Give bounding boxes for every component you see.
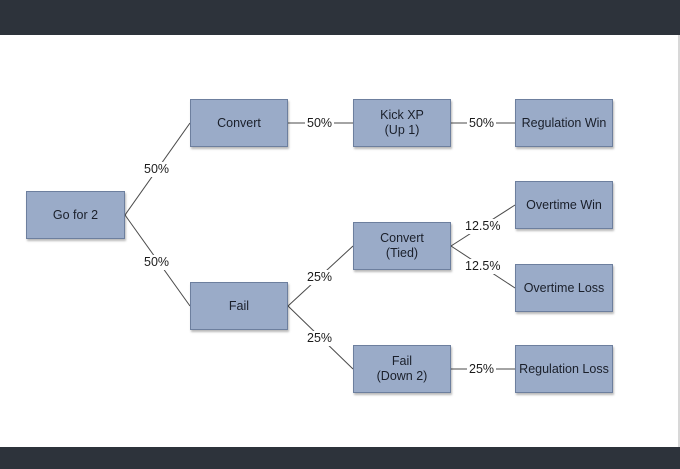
prob-fail-to-tied: 25% bbox=[305, 270, 335, 285]
bottom-frame-bar bbox=[0, 447, 680, 469]
prob-go-to-convert: 50% bbox=[142, 162, 172, 177]
node-kick-xp: Kick XP (Up 1) bbox=[353, 99, 451, 147]
prob-convert-to-kick: 50% bbox=[305, 116, 335, 131]
prob-down-to-loss: 25% bbox=[467, 362, 497, 377]
prob-tied-to-ot-loss: 12.5% bbox=[463, 259, 503, 274]
node-regulation-win: Regulation Win bbox=[515, 99, 613, 147]
node-go-for-2: Go for 2 bbox=[26, 191, 125, 239]
node-fail-down-2: Fail (Down 2) bbox=[353, 345, 451, 393]
node-overtime-loss: Overtime Loss bbox=[515, 264, 613, 312]
node-convert: Convert bbox=[190, 99, 288, 147]
node-regulation-loss: Regulation Loss bbox=[515, 345, 613, 393]
node-convert-tied: Convert (Tied) bbox=[353, 222, 451, 270]
node-fail: Fail bbox=[190, 282, 288, 330]
node-overtime-win: Overtime Win bbox=[515, 181, 613, 229]
prob-go-to-fail: 50% bbox=[142, 255, 172, 270]
prob-fail-to-down: 25% bbox=[305, 331, 335, 346]
right-frame-edge bbox=[678, 35, 680, 447]
prob-tied-to-ot-win: 12.5% bbox=[463, 219, 503, 234]
prob-kick-to-win: 50% bbox=[467, 116, 497, 131]
top-frame-bar bbox=[0, 0, 680, 35]
